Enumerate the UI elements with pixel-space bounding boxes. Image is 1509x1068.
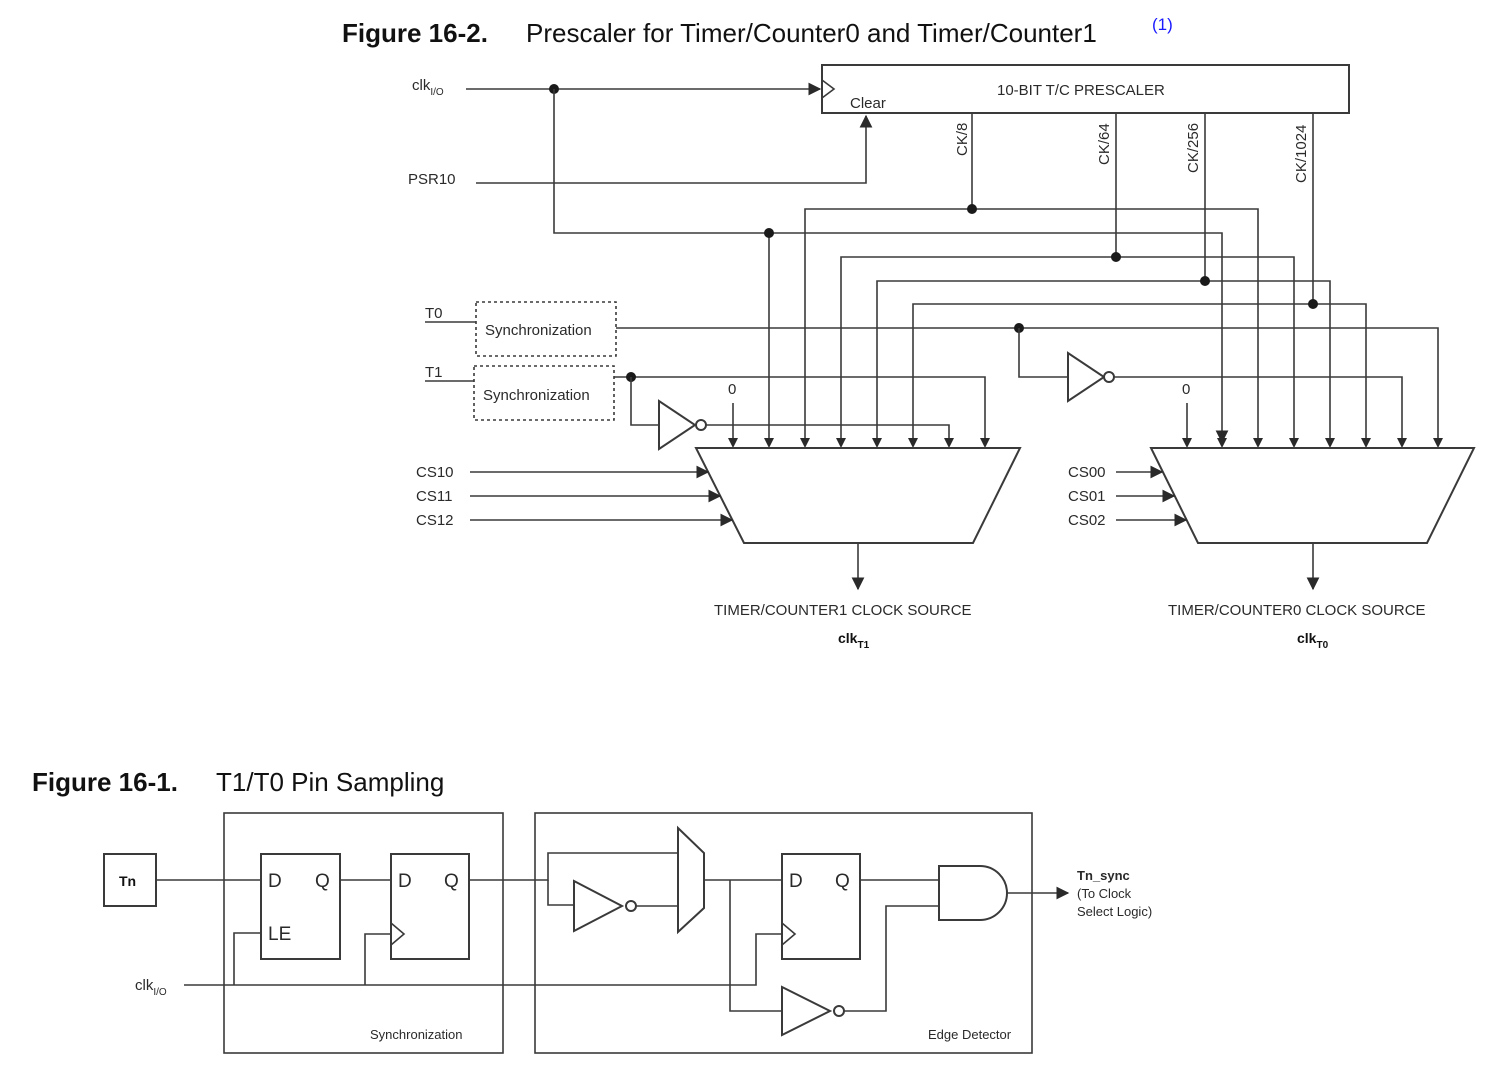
inverter-icon [1067,351,1106,403]
t1-bus [614,376,986,442]
t0-inv-out-wire [1114,376,1403,442]
clock-triangle-icon [390,922,406,946]
cs00-label: CS00 [1068,464,1106,481]
cs11-label: CS11 [416,488,452,505]
flipflop-2 [781,853,861,960]
latch-le-label: LE [268,924,291,945]
mux-input-arrows [728,438,1443,448]
edge-frame-label: Edge Detector [928,1027,1012,1042]
t0-sync-label: Synchronization [485,322,592,339]
t1-sync-label: Synchronization [483,387,590,404]
inv2-out-wire [844,905,939,1012]
clock-triangle-icon [781,922,797,946]
src1-label: TIMER/COUNTER1 CLOCK SOURCE [714,602,972,619]
tn-pin-box [103,853,157,907]
sync-frame [223,812,504,1054]
mux-timer0 [1149,447,1476,544]
cs02-label: CS02 [1068,512,1106,529]
mux-timer1 [694,447,1022,544]
fig2-clkio-bus [553,89,1229,444]
inv-in-wire [547,880,574,906]
inverter-bubble-icon [1103,371,1115,383]
fig2-number: Figure 16-2. [342,18,488,48]
ff2-clk-wire [730,933,782,986]
fig1-clkio-label: clkI/O [135,977,167,998]
cs10-label: CS10 [416,464,454,481]
tap-ck8: CK/8 [954,123,971,156]
ff1-clk-wire [364,933,391,985]
zero-label: 0 [1182,381,1190,398]
t1-label: T1 [425,364,443,381]
inverter-bubble-icon [695,419,707,431]
edge-frame [534,812,1033,1054]
tn-sync-note-2: Select Logic) [1077,904,1152,919]
latch-q-label: Q [315,871,330,892]
t1-inv-out-wire [706,424,950,442]
figure-16-1: Figure 16-1. T1/T0 Pin Sampling Tn Synch… [32,767,1152,1054]
fig2-clkio-label: clkI/O [412,77,444,98]
cs12-label: CS12 [416,512,454,529]
clkt1-label: clkT1 [838,630,870,651]
figure-16-2: Figure 16-2. Prescaler for Timer/Counter… [342,15,1476,651]
tn-label: Tn [119,873,136,889]
clock-triangle-icon [821,79,836,99]
tn-sync-note-1: (To Clock [1077,886,1132,901]
inverter-icon [573,879,625,933]
inv2-in-wire [729,880,782,1012]
le-clk-wire [233,932,261,985]
tap-ck64: CK/64 [1096,123,1113,165]
t1-sync-block [473,365,615,421]
ff1-d-label: D [398,871,412,892]
ff2-d-label: D [789,871,803,892]
and-gate-icon [938,865,1008,921]
psr10-label: PSR10 [408,171,456,188]
tap-ck256: CK/256 [1185,123,1202,173]
sync-frame-label: Synchronization [370,1027,463,1042]
fig2-junction [1308,299,1318,309]
t0-sync-block [475,301,617,357]
fig2-footnote-link[interactable]: (1) [1152,15,1173,34]
tap-ck1024: CK/1024 [1293,125,1310,183]
psr10-wire [476,114,873,184]
latch-block [260,853,341,960]
ff1-q-label: Q [444,871,459,892]
inverter-bubble-icon [625,900,637,912]
fig2-title: Prescaler for Timer/Counter0 and Timer/C… [526,18,1097,48]
inverter-icon [781,985,833,1037]
ck1024-bus [912,303,1367,442]
prescaler-block [821,64,1350,114]
fig2-junction [1200,276,1210,286]
t0-label: T0 [425,305,443,322]
src0-label: TIMER/COUNTER0 CLOCK SOURCE [1168,602,1426,619]
t1-inv-wire [630,377,659,426]
inverter-bubble-icon [833,1005,845,1017]
zero-label: 0 [728,381,736,398]
ck64-bus [840,256,1295,442]
ck256-bus [876,280,1331,442]
fig2-junction [967,204,977,214]
flipflop-1 [390,853,470,960]
inverter-icon [658,399,697,451]
ck8-bus [804,208,1259,442]
ff1-q-wire [469,852,678,881]
fig1-number: Figure 16-1. [32,767,178,797]
clear-label: Clear [850,95,886,112]
tn-sync-label: Tn_sync [1077,868,1130,883]
fig2-junction [1111,252,1121,262]
fig2-junction [764,228,774,238]
fig1-title: T1/T0 Pin Sampling [216,767,444,797]
t0-inv-wire [1018,328,1068,378]
edge-mux [677,825,705,935]
ff2-q-label: Q [835,871,850,892]
t0-bus [616,327,1439,442]
prescaler-label: 10-BIT T/C PRESCALER [997,82,1165,99]
latch-d-label: D [268,871,282,892]
clkt0-label: clkT0 [1297,630,1329,651]
cs01-label: CS01 [1068,488,1106,505]
